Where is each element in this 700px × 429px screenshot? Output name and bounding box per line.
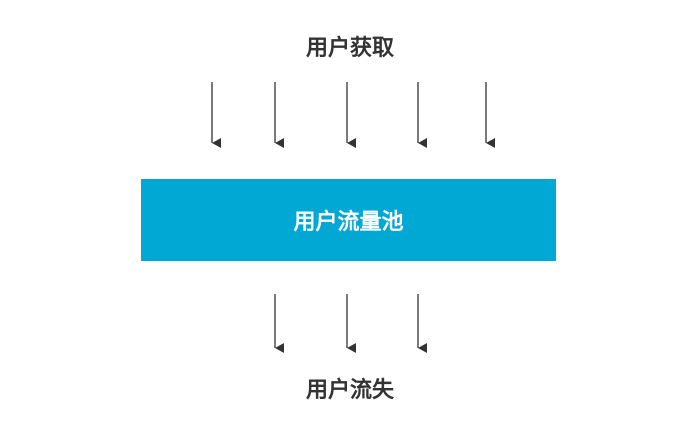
user-traffic-pool: 用户流量池 bbox=[141, 179, 556, 261]
pool-label: 用户流量池 bbox=[293, 210, 404, 235]
user-churn-label: 用户流失 bbox=[305, 378, 394, 403]
user-acquisition-label: 用户获取 bbox=[305, 36, 394, 61]
